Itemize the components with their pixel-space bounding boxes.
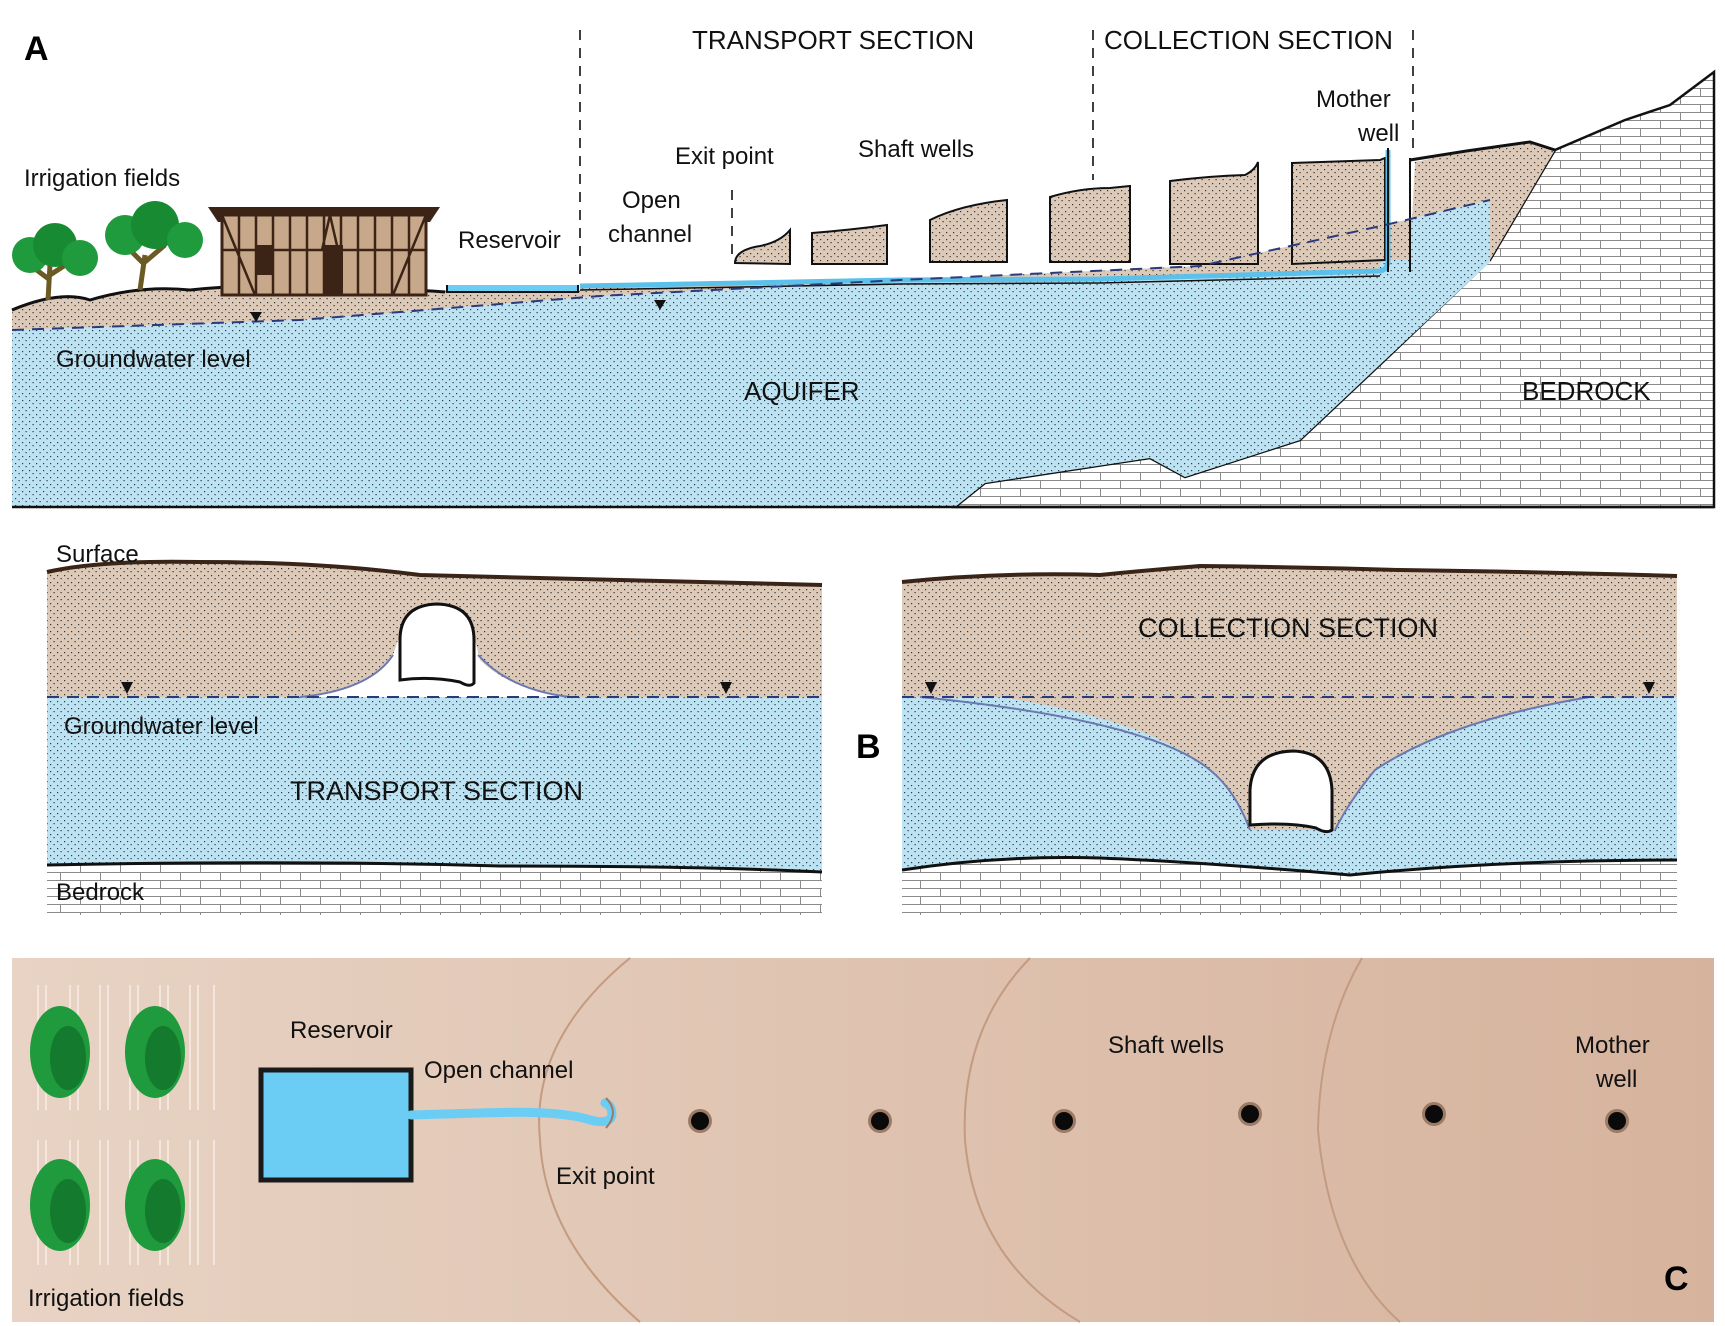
groundwater-marker-icon xyxy=(1643,682,1655,694)
shaft-well xyxy=(688,1109,712,1133)
label-exit-point: Exit point xyxy=(556,1163,655,1190)
contour-line xyxy=(1316,957,1401,1323)
panel-c-plan-view: Reservoir Open channel Exit point Shaft … xyxy=(12,957,1714,1323)
label-open-channel-1: Open xyxy=(622,187,681,214)
label-collection-section: COLLECTION SECTION xyxy=(1138,613,1438,643)
label-mother-well-2: well xyxy=(1595,1066,1637,1093)
contour-line xyxy=(963,957,1081,1323)
groundwater-marker-icon xyxy=(925,682,937,694)
label-open-channel-2: channel xyxy=(608,221,692,248)
qanat-tunnel-icon xyxy=(398,602,476,687)
label-irrigation-fields: Irrigation fields xyxy=(28,1285,184,1312)
panel-b-letter: B xyxy=(856,728,881,766)
label-irrigation-fields: Irrigation fields xyxy=(24,165,180,192)
qanat-tunnel-icon xyxy=(1248,749,1334,834)
exit-point-marker xyxy=(605,1097,614,1129)
contour-line xyxy=(538,957,641,1323)
tree-icon xyxy=(12,223,98,301)
label-bedrock: Bedrock xyxy=(56,879,145,906)
reservoir-plan xyxy=(258,1067,414,1183)
label-shaft-wells: Shaft wells xyxy=(1108,1032,1224,1059)
shaft-soil-blocks xyxy=(733,156,1386,266)
label-groundwater-level: Groundwater level xyxy=(64,713,259,740)
soil-layer xyxy=(12,142,1555,330)
shaft-well xyxy=(1238,1102,1262,1126)
mother-well-shaft xyxy=(1387,148,1411,272)
drawdown-cone-outline xyxy=(919,696,1591,831)
bedrock-boundary xyxy=(46,861,823,874)
groundwater-level-line xyxy=(11,199,1491,331)
panel-a-letter: A xyxy=(24,30,49,68)
groundwater-marker-icon xyxy=(250,312,262,322)
aquifer-layer xyxy=(47,697,822,872)
panel-b-collection: COLLECTION SECTION B xyxy=(856,563,1678,915)
panel-a: A Irrigation fields Reservoir Open chann… xyxy=(11,25,1716,509)
bedrock-boundary xyxy=(901,856,1678,877)
tree-icon xyxy=(30,1159,90,1251)
label-transport-section: TRANSPORT SECTION xyxy=(290,776,583,806)
tree-icon xyxy=(105,201,203,291)
mother-well xyxy=(1605,1109,1629,1133)
shaft-well xyxy=(1422,1102,1446,1126)
tree-icon xyxy=(125,1006,185,1098)
water-mound-outline xyxy=(299,654,571,698)
shaft-well xyxy=(1052,1109,1076,1133)
house-icon xyxy=(208,207,440,297)
label-exit-point: Exit point xyxy=(675,143,774,170)
panel-c-letter: C xyxy=(1664,1260,1689,1298)
ground-surface-line xyxy=(46,559,823,587)
label-open-channel: Open channel xyxy=(424,1057,573,1084)
label-groundwater-level: Groundwater level xyxy=(56,346,251,373)
groundwater-marker-icon xyxy=(121,682,133,694)
label-shaft-wells: Shaft wells xyxy=(858,136,974,163)
groundwater-marker-icon xyxy=(654,300,666,310)
label-mother-well-2: well xyxy=(1357,120,1399,147)
label-collection-section: COLLECTION SECTION xyxy=(1104,25,1393,55)
label-surface: Surface xyxy=(56,541,139,568)
label-transport-section: TRANSPORT SECTION xyxy=(692,25,974,55)
open-channel-plan xyxy=(406,1098,617,1127)
groundwater-marker-icon xyxy=(720,682,732,694)
label-bedrock: BEDROCK xyxy=(1522,376,1651,406)
label-aquifer: AQUIFER xyxy=(744,376,860,406)
label-mother-well-1: Mother xyxy=(1316,86,1391,113)
label-mother-well-1: Mother xyxy=(1575,1032,1650,1059)
tree-icon xyxy=(125,1159,185,1251)
ground-surface-line xyxy=(901,563,1678,584)
shaft-well xyxy=(868,1109,892,1133)
reservoir-cross-section xyxy=(446,285,579,293)
label-reservoir: Reservoir xyxy=(458,227,561,254)
tree-icon xyxy=(30,1006,90,1098)
panel-b-transport: Surface Groundwater level TRANSPORT SECT… xyxy=(46,541,823,915)
label-reservoir: Reservoir xyxy=(290,1017,393,1044)
